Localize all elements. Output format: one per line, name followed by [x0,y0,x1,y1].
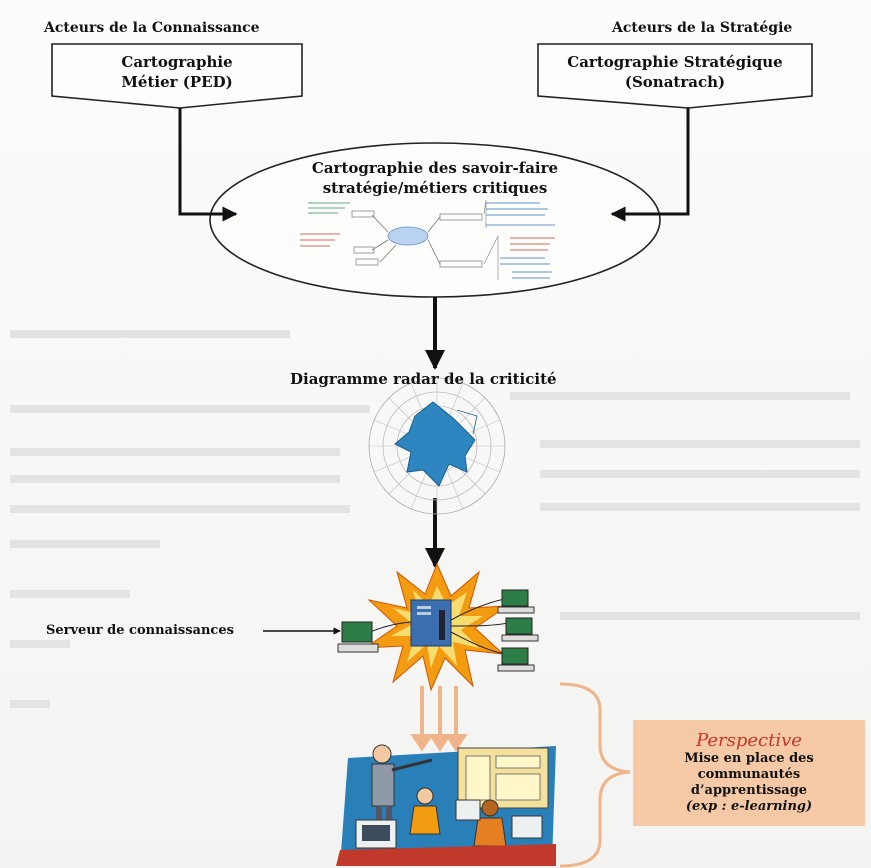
perspective-example: (exp : e-learning) [685,799,813,814]
server-burst [363,562,514,692]
perspective-line3: d’apprentissage [690,783,808,798]
knowledge-map-box [51,43,303,109]
computer-left [337,621,379,653]
perspective-line1: Mise en place des [684,751,814,766]
strategy-map-box [537,43,813,109]
computer-top-right [497,589,535,614]
curly-brace [559,682,631,868]
right-flow-arrow [610,108,690,222]
strategy-map-label: Cartographie Stratégique (Sonatrach) [538,52,812,92]
computer-mid-right [501,617,539,642]
perspective-line2: communautés [697,767,801,782]
know-how-line2: stratégie/métiers critiques [322,179,548,197]
header-knowledge-actors: Acteurs de la Connaissance [44,20,260,36]
radar-title: Diagramme radar de la criticité [290,370,557,388]
header-strategy-actors: Acteurs de la Stratégie [612,20,793,36]
radar-series [394,401,476,487]
radar-chart [368,377,506,515]
knowledge-map-line1: Cartographie [121,53,233,71]
classroom-arrows [410,686,468,752]
know-how-label: Cartographie des savoir-faire stratégie/… [260,158,610,198]
mind-map-thumbnail [300,199,555,280]
perspective-title: Perspective [696,730,802,751]
strategy-map-line1: Cartographie Stratégique [567,53,783,71]
perspective-box: Perspective Mise en place des communauté… [633,720,865,826]
knowledge-map-label: Cartographie Métier (PED) [52,52,302,92]
computer-bottom-right [497,647,535,672]
know-how-line1: Cartographie des savoir-faire [311,159,559,177]
server-label: Serveur de connaissances [46,623,234,638]
strategy-map-line2: (Sonatrach) [624,73,726,91]
classroom-illustration [336,744,556,866]
knowledge-map-line2: Métier (PED) [121,73,233,91]
left-flow-arrow [178,108,238,222]
